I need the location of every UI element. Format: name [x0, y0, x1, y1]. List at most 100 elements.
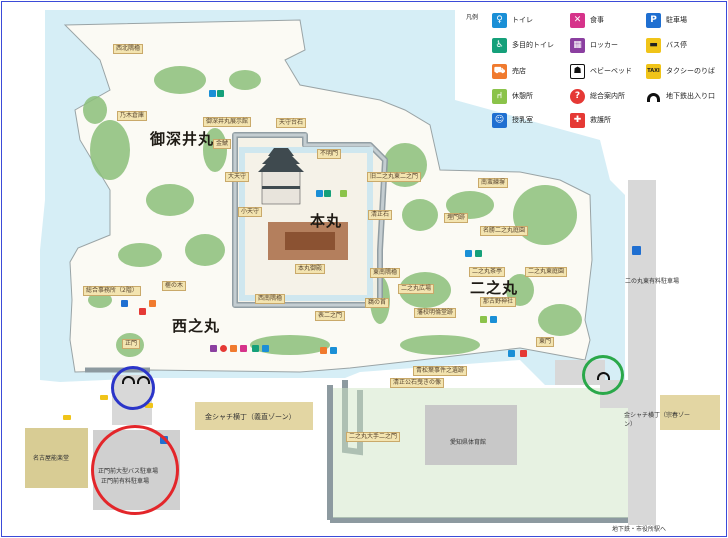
legend-item-information: ? 総合案内所 [570, 88, 625, 104]
legend-item-bus-stop: ▬ バス停 [646, 37, 687, 53]
toilet-icon [490, 316, 497, 323]
label-kinjo-shachi: 金鯱 [213, 139, 232, 149]
label-subway-station: 地下鉄・市役所駅へ [612, 526, 667, 533]
information-icon: ? [570, 88, 585, 104]
legend-item-nursing-room: ☺ 授乳室 [492, 112, 533, 128]
bus-stop-icon: ▬ [646, 37, 661, 53]
restaurant-icon: ✕ [570, 12, 585, 28]
accessible-toilet-icon [252, 345, 259, 352]
meijo-hall-zone [25, 428, 88, 488]
label-nanseisumi-yagura: 西南隅櫓 [255, 294, 286, 304]
label-nagoya-jinja: 那古野神社 [480, 297, 517, 307]
nursing-room-icon [121, 300, 128, 307]
bus-stop-icon [145, 403, 153, 408]
first-aid-icon: ✚ [570, 112, 585, 128]
kinshachi-west-zone [195, 402, 313, 430]
toilet-icon [209, 90, 216, 97]
highlight-circle-red [91, 425, 179, 515]
label-aichi-budokan: 愛知県体育館 [450, 439, 487, 446]
toilet-icon [262, 345, 269, 352]
label-kinshachi-west: 金シャチ横丁（義直ゾーン） [205, 413, 296, 421]
label-ninomaru-hiroba: 二之丸広場 [398, 284, 435, 294]
toilet-icon [508, 350, 515, 357]
bus-stop-icon [100, 395, 108, 400]
label-somu-jimusho: 総合事務所（2階） [83, 286, 141, 296]
accessible-toilet-icon [217, 90, 224, 97]
label-ninomaru-ote-ninomon: 二之丸大手二之門 [346, 432, 401, 442]
label-kinshachi-east: 金シャチ横丁（宗春ゾーン） [624, 412, 691, 428]
legend-item-locker: ▦ ロッカー [570, 37, 618, 53]
label-ohashi: 鵜の首 [365, 298, 390, 308]
label-nishi-no-maru-mon: 正門 [122, 339, 141, 349]
main-keep [258, 148, 304, 205]
inner-moat [239, 147, 373, 301]
label-kiyomasa-hikiishi: 清正公石曳きの像 [390, 378, 445, 388]
parking-icon [632, 246, 641, 255]
restaurant-icon [240, 345, 247, 352]
toilet-icon [465, 250, 472, 257]
label-tenshu-dai: 天守台石 [276, 118, 307, 128]
accessible-toilet-icon [324, 190, 331, 197]
label-kiyomasa-ishi: 清正石 [368, 210, 393, 220]
area-ofuke-maru: 御深井丸 [150, 130, 215, 148]
right-road [628, 180, 656, 525]
label-nogi-kura: 乃木倉庫 [117, 111, 148, 121]
area-hon-maru: 本丸 [310, 212, 343, 230]
nursing-room-icon: ☺ [492, 112, 507, 128]
legend-item-restaurant: ✕ 食事 [570, 12, 604, 28]
label-goza-monatoo: 埋門跡 [444, 213, 469, 223]
first-aid-icon [520, 350, 527, 357]
baby-bed-icon: ☗ [570, 63, 585, 79]
area-nishi-no-maru: 西之丸 [172, 317, 221, 335]
label-ofuke-tenji: 御深井丸展示館 [203, 117, 252, 127]
information-icon [220, 345, 227, 352]
label-hommaru-goten: 本丸御殿 [295, 264, 326, 274]
tree-clusters [83, 66, 582, 357]
locker-icon [210, 345, 217, 352]
label-higashi-mon: 東門 [536, 337, 555, 347]
locker-icon: ▦ [570, 37, 585, 53]
rest-area-icon: ⑁ [492, 88, 507, 104]
label-seihoku-sumiyagura: 西北隅櫓 [113, 44, 144, 54]
legend-item-subway-exit: 地下鉄出入り口 [646, 88, 715, 104]
legend-item-toilet: ♀ トイレ [492, 12, 533, 28]
bus-stop-icon [63, 415, 71, 420]
legend-title: 凡例 [466, 14, 479, 21]
label-ninomaru-chaya: 二之丸茶亭 [469, 267, 506, 277]
label-meisho-ninomaru: 名勝二之丸庭園 [480, 226, 529, 236]
accessible-toilet-icon [475, 250, 482, 257]
label-meijo-hall: 名古屋能楽堂 [33, 455, 70, 462]
label-ninomaru-higashi-teien: 二之丸東庭園 [525, 267, 568, 277]
label-fumei-mon: 不明門 [317, 149, 342, 159]
highlight-circle-blue [111, 366, 155, 410]
east-parking-zone [660, 395, 720, 430]
subway-exit-icon [646, 89, 661, 104]
label-shounai: 小天守 [238, 207, 263, 217]
shop-icon [230, 345, 237, 352]
label-seishoku-ato: 藩校明倫堂跡 [414, 308, 457, 318]
shop-icon: ⛟ [492, 63, 507, 79]
toilet-icon [330, 347, 337, 354]
parking-icon: P [646, 12, 661, 28]
legend: 凡例 ♀ トイレ ✕ 食事 P 駐車場 ♿ 多目的トイレ ▦ ロッカー ▬ バス… [466, 10, 724, 128]
label-ninomaru-higashi-ninomon: 旧二之丸東二之門 [367, 172, 422, 182]
legend-item-rest-area: ⑁ 休憩所 [492, 88, 533, 104]
legend-item-parking: P 駐車場 [646, 12, 687, 28]
toilet-icon: ♀ [492, 12, 507, 28]
accessible-toilet-icon: ♿ [492, 37, 507, 53]
first-aid-icon [139, 308, 146, 315]
label-tonan-sumiyagura: 東南隅櫓 [370, 268, 401, 278]
label-tenshu: 大天守 [225, 172, 250, 182]
rest-area-icon [340, 190, 347, 197]
rest-area-icon [480, 316, 487, 323]
label-omote-ninomon: 表二之門 [315, 311, 346, 321]
taxi-icon: TAXI [646, 63, 661, 79]
label-aoyama-ato: 青松葉事件之遺跡 [413, 366, 468, 376]
aichi-budokan-building [425, 405, 517, 465]
legend-item-first-aid: ✚ 救護所 [570, 112, 611, 128]
label-nanban-hei: 南蛮練塀 [478, 178, 509, 188]
legend-item-taxi: TAXI タクシーのりば [646, 63, 715, 79]
highlight-circle-green [582, 355, 624, 395]
